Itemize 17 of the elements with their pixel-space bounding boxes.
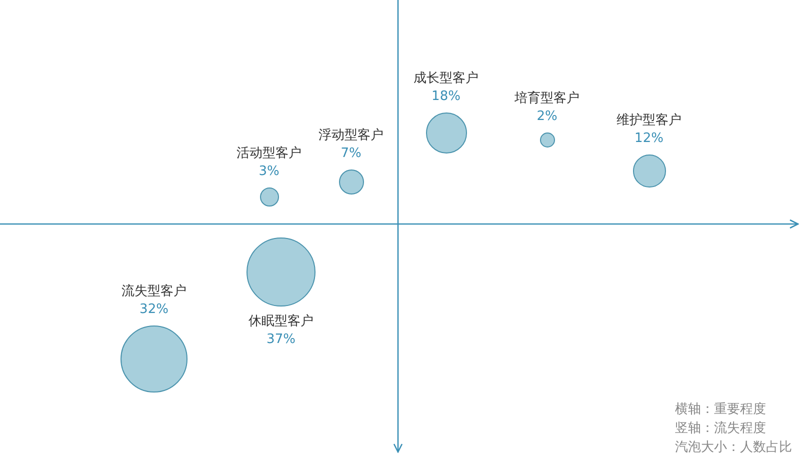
percent-label: 2% [536,108,558,126]
category-label: 流失型客户 [122,283,186,301]
percent-label: 12% [634,130,664,148]
percent-label: 7% [340,145,362,163]
category-label: 休眠型客户 [248,313,314,331]
category-label: 维护型客户 [616,112,682,130]
percent-label: 37% [266,331,296,349]
axis-note: 竖轴：流失程度 [675,420,766,438]
category-label: 培育型客户 [514,90,580,108]
axis-note: 横轴：重要程度 [675,401,766,419]
category-label: 浮动型客户 [318,127,384,145]
axis-note: 汽泡大小：人数占比 [675,439,792,454]
category-label: 活动型客户 [236,145,302,163]
percent-label: 18% [432,88,460,106]
percent-label: 32% [140,301,168,319]
category-label: 成长型客户 [414,70,478,88]
percent-label: 3% [258,163,280,181]
